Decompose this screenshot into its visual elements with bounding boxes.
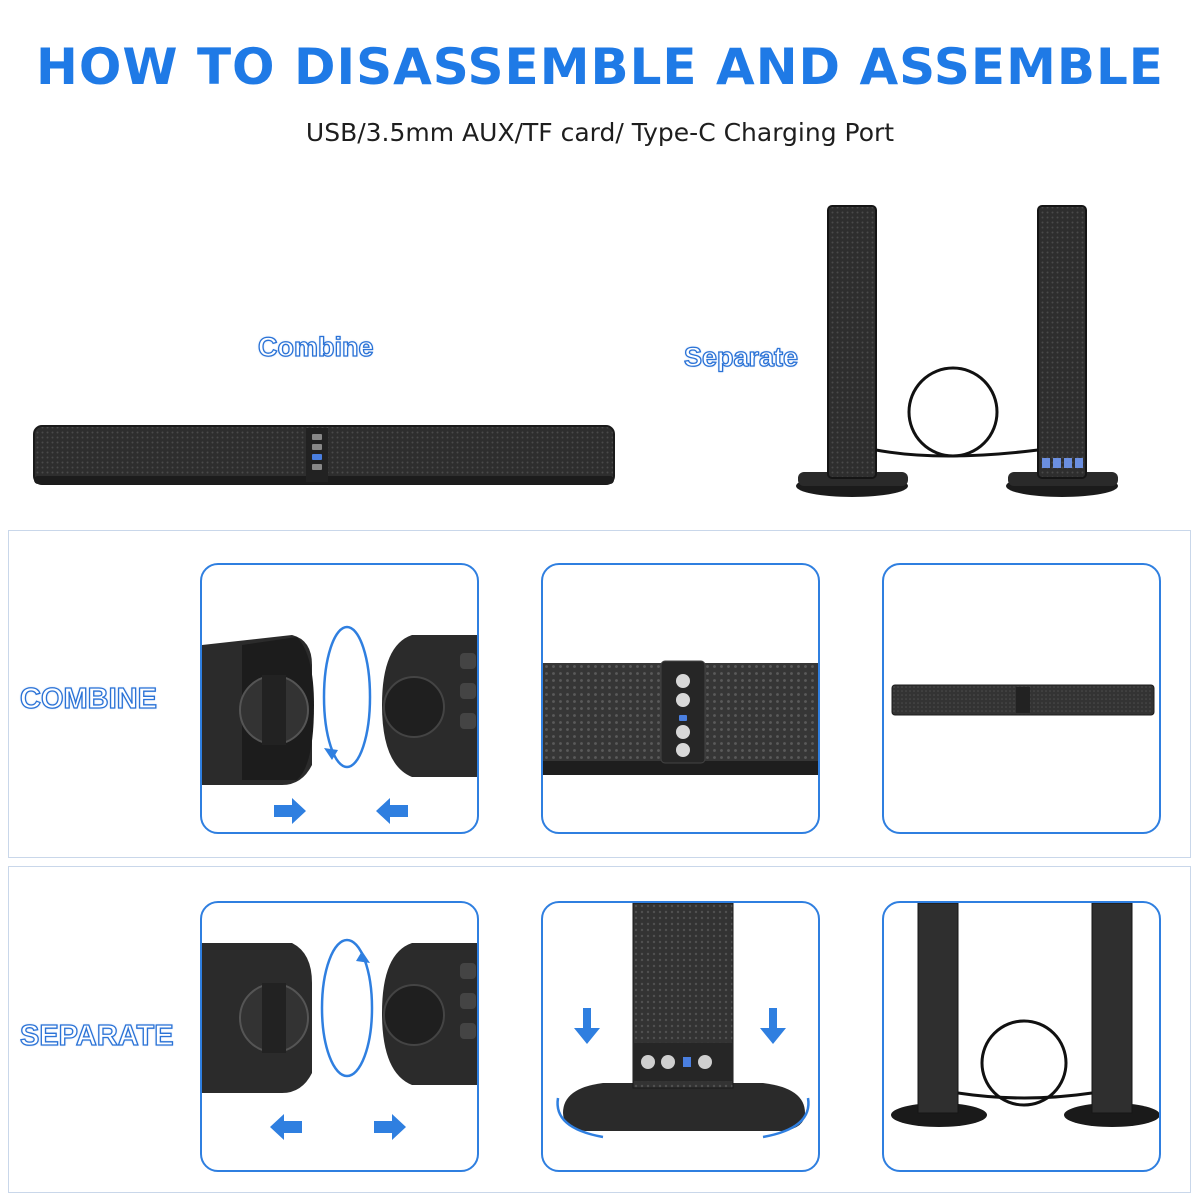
combine-step-2-card (541, 563, 820, 834)
separate-step-3-card (882, 901, 1161, 1172)
combine-label: Combine (257, 331, 374, 362)
arrow-icon (574, 1008, 600, 1044)
separate-step-2-card (541, 901, 820, 1172)
page-title: HOW TO DISASSEMBLE AND ASSEMBLE (36, 38, 1164, 96)
page-subtitle: USB/3.5mm AUX/TF card/ Type-C Charging P… (305, 118, 895, 147)
separated-speakers-image (796, 205, 1118, 497)
combine-step-1-card (200, 563, 479, 834)
separate-row-label: SEPARATE (19, 1019, 174, 1052)
combined-soundbar-image (33, 425, 615, 485)
separate-step-1-card (200, 901, 479, 1172)
combine-step-3-card (882, 563, 1161, 834)
rotate-arrow-icon (324, 748, 338, 760)
arrow-icon (760, 1008, 786, 1044)
separate-label: Separate (683, 341, 799, 372)
combine-row-label: COMBINE (19, 682, 157, 715)
arrow-icon (374, 1114, 406, 1140)
rotate-arrow-icon (356, 951, 370, 963)
arrow-icon (270, 1114, 302, 1140)
